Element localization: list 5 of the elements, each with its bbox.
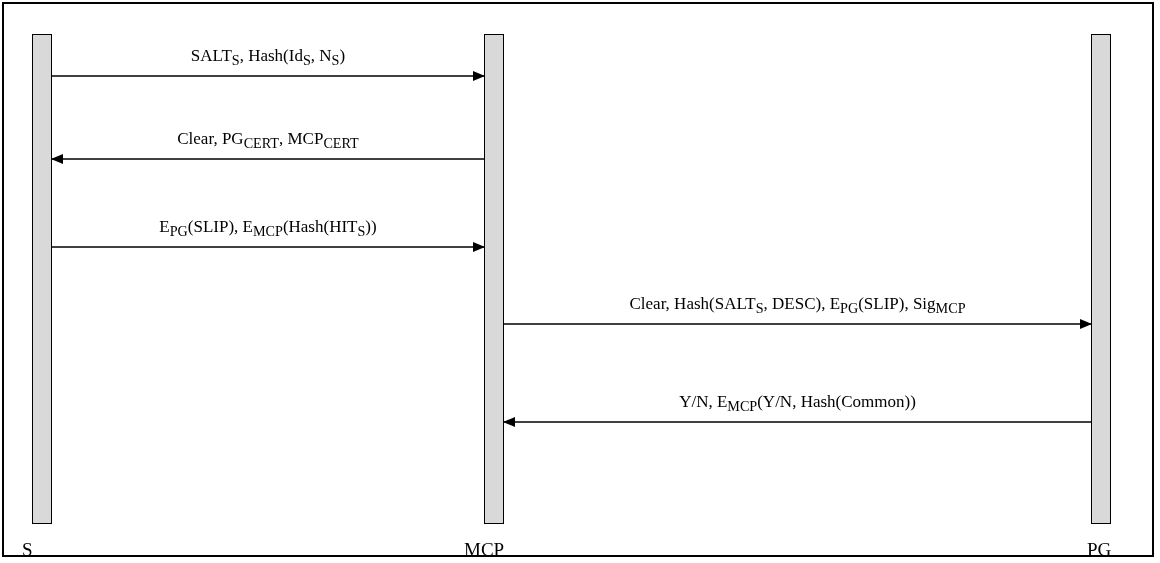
message-arrow: [503, 417, 1092, 427]
message-arrow: [51, 71, 485, 81]
message-arrow: [503, 319, 1092, 329]
message-arrow: [51, 242, 485, 252]
message-arrow: [51, 154, 485, 164]
